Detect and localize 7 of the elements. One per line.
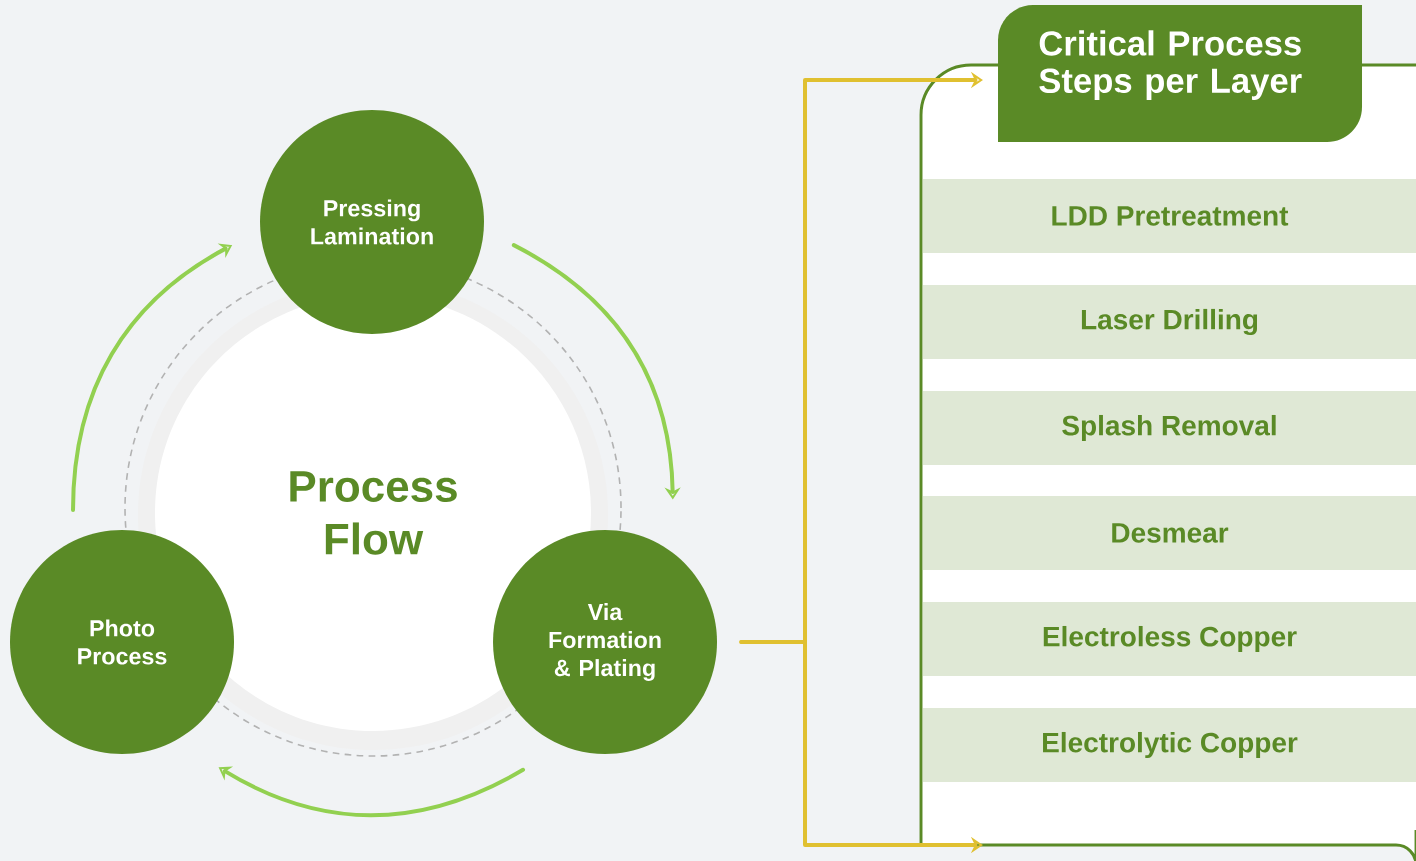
node-label: Critical Process: [1039, 30, 1301, 56]
step-row: Splash Removal: [923, 391, 1416, 465]
step-row: Desmear: [923, 496, 1416, 570]
step-row: Electroless Copper: [923, 602, 1416, 676]
step-row: LDD Pretreatment: [923, 179, 1416, 253]
step-row: Electrolytic Copper: [923, 708, 1416, 782]
step-row: Laser Drilling: [923, 285, 1416, 359]
